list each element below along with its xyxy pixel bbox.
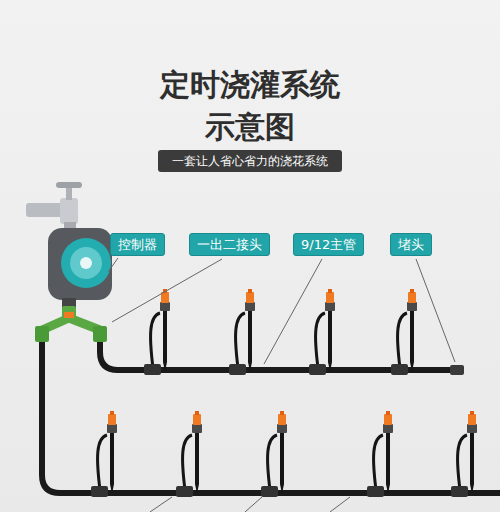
label-text: 一套让人省心省力的浇花系统 bbox=[172, 154, 328, 168]
callout-box: 一出二接头 bbox=[189, 233, 270, 256]
diagram-title: 定时浇灌系统 示意图 bbox=[140, 64, 360, 148]
label-text: 一出二接头 bbox=[197, 237, 262, 252]
subtitle-pill: 一套让人省心省力的浇花系统 bbox=[158, 150, 342, 172]
label-text: 控制器 bbox=[118, 237, 157, 252]
callout-box: 9/12主管 bbox=[293, 233, 364, 256]
callout-box: 堵头 bbox=[390, 233, 432, 256]
label-text: 9/12主管 bbox=[301, 237, 356, 252]
callout-box: 控制器 bbox=[110, 233, 165, 256]
label-text: 堵头 bbox=[398, 237, 424, 252]
